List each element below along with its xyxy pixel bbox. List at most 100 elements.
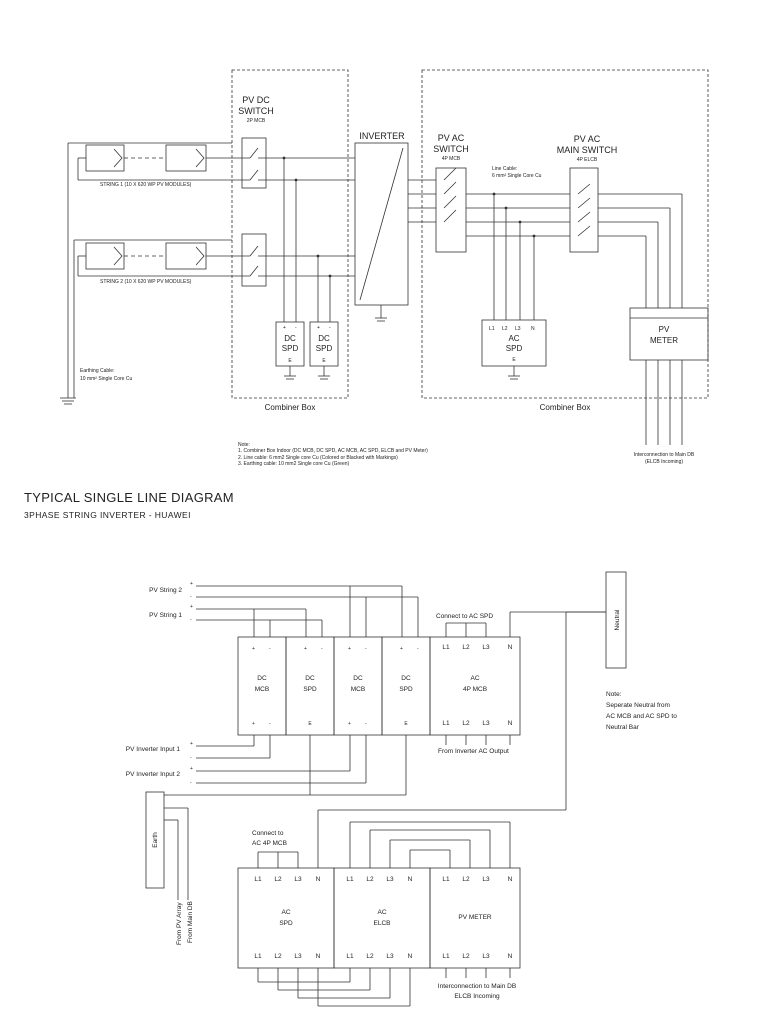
dc-spd-1-earth: E (288, 358, 292, 364)
string-1-modules (77, 144, 250, 181)
pv-string-1-plus: + (190, 604, 193, 610)
inverter-label: INVERTER (359, 131, 405, 141)
dc-spd-2-top-minus: - (417, 646, 419, 652)
dc-spd-1-top-minus: - (321, 646, 323, 652)
wiring-note-4: Neutral Bar (606, 724, 640, 731)
combiner-box-right-label: Combiner Box (540, 403, 591, 412)
dc-spd-1-title-2: SPD (303, 686, 317, 693)
pv-ac-switch-rating: 4P MCB (442, 156, 461, 162)
ac-4p-mcb-box (429, 636, 521, 736)
pv-meter-title-1: PV (659, 325, 670, 334)
note-line: 3. Earthing cable: 10 mm2 Single core Cu… (238, 460, 350, 467)
elcb-bottom-n: N (408, 953, 413, 960)
dc-mcb-1-top-minus: - (269, 646, 271, 652)
ac-mcb-bottom-l1: L1 (442, 720, 450, 727)
dc-mcb-2-top-minus: - (365, 646, 367, 652)
main-switch-title-1: PV AC (574, 134, 601, 144)
combiner-box-right (421, 69, 709, 399)
ac-spd-l1: L1 (489, 326, 495, 332)
ac-spd-top-l2: L2 (274, 876, 282, 883)
main-switch-rating: 4P ELCB (577, 157, 598, 163)
ac-spd-l2: L2 (502, 326, 508, 332)
from-pv-array-label: From PV Array (176, 902, 183, 945)
dc-mcb-2-top-plus: + (348, 646, 351, 652)
dc-spd-1-plus: + (283, 325, 286, 331)
ac-4p-mcb-title-1: AC (470, 675, 479, 682)
combiner-box-left (231, 69, 349, 399)
pv-meter-title-2: METER (650, 336, 678, 345)
dc-mcb-1-title-1: DC (257, 675, 267, 682)
dc-mcb-2-title-2: MCB (351, 686, 365, 693)
dc-mcb-2-bottom-plus: + (348, 721, 351, 727)
main-switch-title-2: MAIN SWITCH (557, 145, 618, 155)
dc-spd-1-title-1: DC (305, 675, 315, 682)
combiner-box-left-label: Combiner Box (265, 403, 316, 412)
main-switch-box (569, 167, 599, 253)
connect-ac-spd-label: Connect to AC SPD (436, 613, 493, 620)
ac-mcb-bottom-l2: L2 (462, 720, 470, 727)
elcb-bottom-l2: L2 (366, 953, 374, 960)
ac-mcb-top-l2: L2 (462, 644, 470, 651)
dc-spd-1-title-2: SPD (282, 344, 299, 353)
elcb-top-l3: L3 (386, 876, 394, 883)
pv-string-2-label: PV String 2 (149, 587, 182, 594)
top-notes: Note: 1. Combiner Box Indoor (DC MCB, DC… (238, 442, 428, 467)
pv-dc-switch-rating: 2P MCB (247, 118, 266, 124)
ac-elcb-title-2: ELCB (374, 920, 391, 927)
pv-ac-switch-title-1: PV AC (438, 133, 465, 143)
ac-elcb-title-1: AC (377, 909, 386, 916)
note-line: 2. Line cable: 6 mm2 Single core Cu (Col… (238, 454, 398, 461)
elcb-bottom-l1: L1 (346, 953, 354, 960)
ac-mcb-top-l3: L3 (482, 644, 490, 651)
inverter-box (354, 142, 409, 306)
line-cable-label-1: Line Cable: (492, 166, 517, 172)
ac-mcb-bottom-n: N (508, 720, 513, 727)
pv-string-1-label: PV String 1 (149, 612, 182, 619)
dc-switch-2 (241, 233, 267, 287)
interconnection-bottom-1: Interconnection to Main DB (438, 983, 516, 990)
ac-spd-bottom-l3: L3 (294, 953, 302, 960)
dc-spd-2-minus: - (329, 325, 331, 331)
dc-spd-1-minus: - (295, 325, 297, 331)
meter-bottom-n: N (508, 953, 513, 960)
from-main-db-label: From Main DB (187, 901, 194, 943)
dc-mcb-1-bottom-plus: + (252, 721, 255, 727)
diagram-heading: TYPICAL SINGLE LINE DIAGRAM (24, 490, 234, 505)
ac-4p-mcb-title-2: 4P MCB (463, 686, 487, 693)
elcb-top-l2: L2 (366, 876, 374, 883)
dc-spd-2-title-2: SPD (316, 344, 333, 353)
dc-mcb-1-top-plus: + (252, 646, 255, 652)
earthing-cable-label-2: 10 mm² Single Core Cu (80, 376, 132, 382)
ac-spd-top-l3: L3 (294, 876, 302, 883)
meter-top-n: N (508, 876, 513, 883)
dc-spd-1-title-1: DC (284, 334, 296, 343)
ac-spd-l3: L3 (515, 326, 521, 332)
pv-ac-switch-title-2: SWITCH (433, 144, 469, 154)
string-1-label: STRING 1 (10 X 620 WP PV MODULES) (100, 182, 192, 188)
pv-dc-switch-title-2: SWITCH (238, 106, 274, 116)
dc-spd-1-earth: E (308, 721, 312, 727)
ac-mcb-top-l1: L1 (442, 644, 450, 651)
inv-input-2-plus: + (190, 766, 193, 772)
ac-spd-earth: E (512, 357, 516, 363)
string-2-label: STRING 2 (10 X 620 WP PV MODULES) (100, 279, 192, 285)
inverter-input-1-label: PV Inverter Input 1 (126, 746, 181, 753)
elcb-top-n: N (408, 876, 413, 883)
earth-label: Earth (152, 832, 159, 848)
interconnection-label-2: (ELCB Incoming) (645, 459, 683, 465)
meter-top-l1: L1 (442, 876, 450, 883)
dc-mcb-1-bottom-minus: - (269, 721, 271, 727)
neutral-bar (605, 571, 627, 669)
ac-mcb-top-n: N (508, 644, 513, 651)
dc-mcb-1-title-2: MCB (255, 686, 269, 693)
inv-input-1-plus: + (190, 741, 193, 747)
dc-spd-2-earth: E (404, 721, 408, 727)
pv-meter-title: PV METER (458, 914, 492, 921)
interconnection-bottom-2: ELCB Incoming (454, 993, 500, 1000)
dc-mcb-2-bottom-minus: - (365, 721, 367, 727)
inv-input-2-minus: - (190, 780, 192, 786)
connect-ac4p-label-1: Connect to (252, 830, 284, 837)
meter-bottom-l3: L3 (482, 953, 490, 960)
ac-spd-bottom-l1: L1 (254, 953, 262, 960)
